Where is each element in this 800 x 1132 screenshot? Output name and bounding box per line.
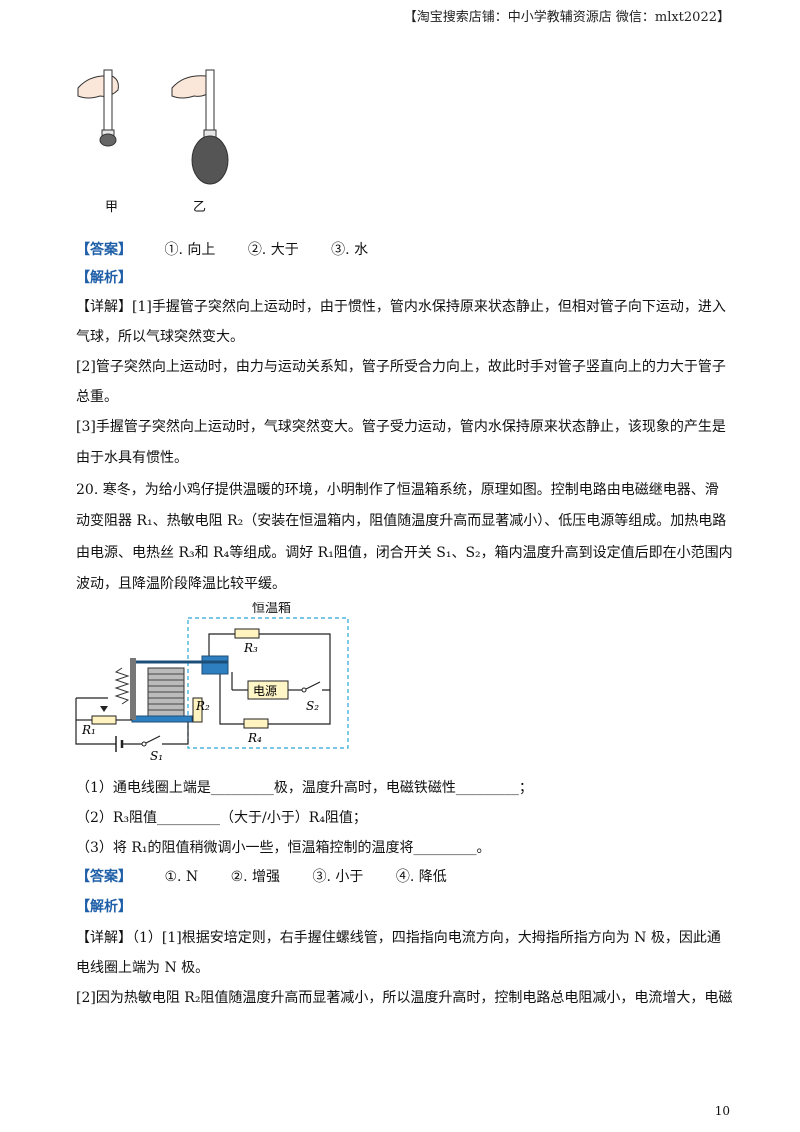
figure-label-jia: 甲 — [105, 200, 119, 215]
label-r3: R₃ — [243, 641, 258, 655]
page-header: 【淘宝搜索店铺：中小学教辅资源店 微信：mlxt2022】 — [403, 10, 730, 25]
q19-detail-3a: [3]手握管子突然向上运动时，气球突然变大。管子受力运动，管内水保持原来状态静止… — [76, 419, 726, 435]
q20-detail-2a: [2]因为热敏电阻 R₂阻值随温度升高而显著减小，所以温度升高时，控制电路总电阻… — [76, 990, 733, 1006]
q20-stem-1: 20. 寒冬，为给小鸡仔提供温暖的环境，小明制作了恒温箱系统，原理如图。控制电路… — [76, 482, 719, 498]
q19-analysis-tag: 【解析】 — [76, 270, 132, 286]
switch-s1 — [143, 735, 161, 745]
resistor-r4 — [243, 718, 269, 729]
thermistor-r2 — [192, 697, 203, 723]
answer-tag: 【答案】 — [76, 869, 132, 885]
q20-answer-line: 【答案】 ①. N ②. 增强 ③. 小于 ④. 降低 — [76, 867, 730, 887]
q20-sub-2: （2）R₃阻值_________（大于/小于）R₄阻值； — [76, 810, 367, 826]
answer-2: ②. 增强 — [230, 869, 281, 885]
answer-2: ②. 大于 — [247, 242, 299, 258]
q19-detail-2a: [2]管子突然向上运动时，由力与运动关系知，管子所受合力向上，故此时手对管子竖直… — [76, 359, 726, 375]
q19-detail-1a: 【详解】[1]手握管子突然向上运动时，由于惯性，管内水保持原来状态静止，但相对管… — [76, 299, 726, 315]
q20-analysis-tag: 【解析】 — [76, 899, 132, 915]
q20-sub-3: （3）将 R₁的阻值稍微调小一些，恒温箱控制的温度将_________。 — [76, 840, 491, 856]
answer-3: ③. 小于 — [312, 869, 364, 885]
answer-1: ①. N — [164, 869, 199, 885]
box-title: 恒温箱 — [252, 602, 291, 616]
q19-detail-3b: 由于水具有惯性。 — [76, 450, 188, 466]
q19-detail-1b: 气球，所以气球突然变大。 — [76, 329, 244, 345]
answer-3: ③. 水 — [331, 242, 369, 258]
label-r1: R₁ — [81, 723, 96, 737]
q20-sub-1: （1）通电线圈上端是_________极，温度升高时，电磁铁磁性________… — [76, 780, 533, 796]
q20-detail-1a: 【详解】（1）[1]根据安培定则，右手握住螺线管，四指指向电流方向，大拇指所指方… — [76, 930, 721, 946]
thermostat-box — [187, 617, 349, 749]
resistor-r3 — [234, 628, 260, 639]
q19-answer-line: 【答案】 ①. 向上 ②. 大于 ③. 水 — [76, 240, 730, 260]
page-number: 10 — [714, 1104, 730, 1118]
power-label: 电源 — [253, 684, 277, 698]
q19-detail-2b: 总重。 — [76, 389, 118, 405]
q20-stem-3: 由电源、电热丝 R₃和 R₄等组成。调好 R₁阻值，闭合开关 S₁、S₂，箱内温… — [76, 545, 733, 561]
q20-stem-2: 动变阻器 R₁、热敏电阻 R₂（安装在恒温箱内，阻值随温度升高而显著减小）、低压… — [76, 513, 727, 529]
answer-4: ④. 降低 — [395, 869, 447, 885]
label-r4: R₄ — [247, 731, 262, 745]
circuit-diagram: 恒温箱 R₃ 电源 S₂ R₄ R₂ R₁ S₁ — [75, 602, 349, 762]
label-s1: S₁ — [150, 749, 163, 762]
answer-1: ①. 向上 — [164, 242, 216, 258]
switch-s2 — [303, 681, 321, 691]
tube-balloon-figure — [77, 69, 229, 185]
q20-stem-4: 波动，且降温阶段降温比较平缓。 — [76, 576, 286, 592]
label-r2: R₂ — [195, 699, 210, 713]
figure-label-yi: 乙 — [193, 200, 207, 215]
label-s2: S₂ — [306, 699, 319, 713]
answer-tag: 【答案】 — [76, 242, 132, 258]
q20-detail-1b: 电线圈上端为 N 极。 — [76, 960, 210, 976]
